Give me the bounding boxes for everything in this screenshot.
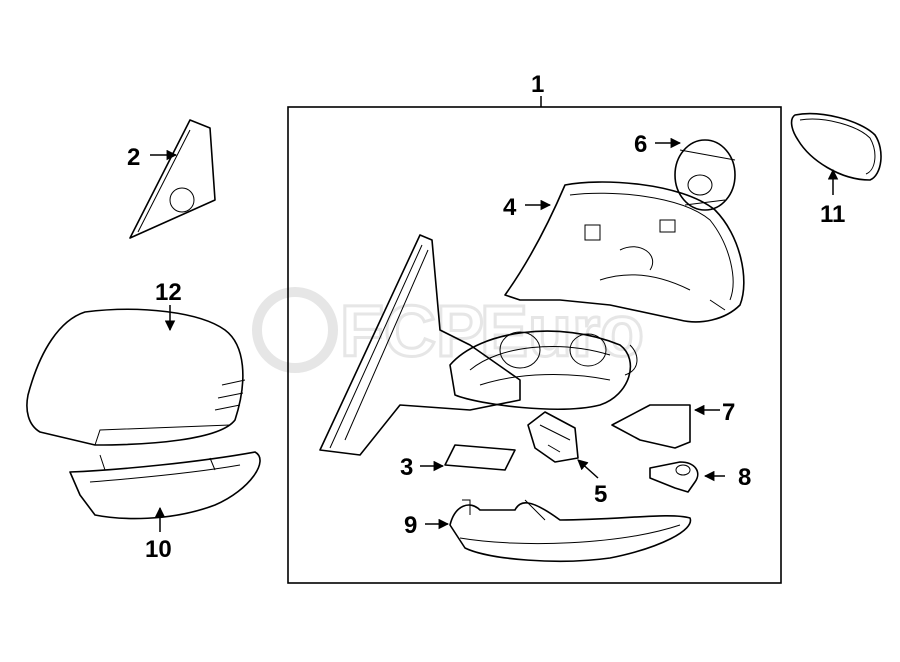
callout-3: 3: [400, 454, 413, 481]
svg-text:FCP: FCP: [340, 292, 484, 372]
part-10-signal: [69, 451, 261, 532]
callout-9: 9: [404, 512, 417, 539]
part-8-socket: [649, 461, 725, 493]
callout-4: 4: [503, 194, 517, 221]
part-11-glass: [790, 112, 882, 195]
part-9-signal-lamp: [425, 499, 692, 562]
watermark: FCP Euro: [252, 287, 646, 374]
callout-11: 11: [820, 201, 845, 228]
part-2-trim: [129, 119, 216, 239]
callout-7: 7: [722, 399, 735, 426]
part-1-mirror-base: [319, 234, 638, 456]
callout-1: 1: [531, 71, 544, 98]
callout-2: 2: [127, 144, 140, 171]
part-7-lamp: [611, 404, 720, 449]
callout-8: 8: [738, 464, 751, 491]
callout-10: 10: [145, 536, 172, 563]
callout-5: 5: [594, 481, 607, 508]
part-6-motor: [655, 137, 736, 211]
part-5-module: [527, 411, 599, 479]
callout-12: 12: [155, 279, 182, 306]
part-4-housing: [504, 181, 745, 323]
part-12-cover: [26, 305, 246, 446]
assembly-box: [287, 106, 782, 584]
callout-6: 6: [634, 131, 647, 158]
part-3-bracket: [420, 444, 516, 472]
